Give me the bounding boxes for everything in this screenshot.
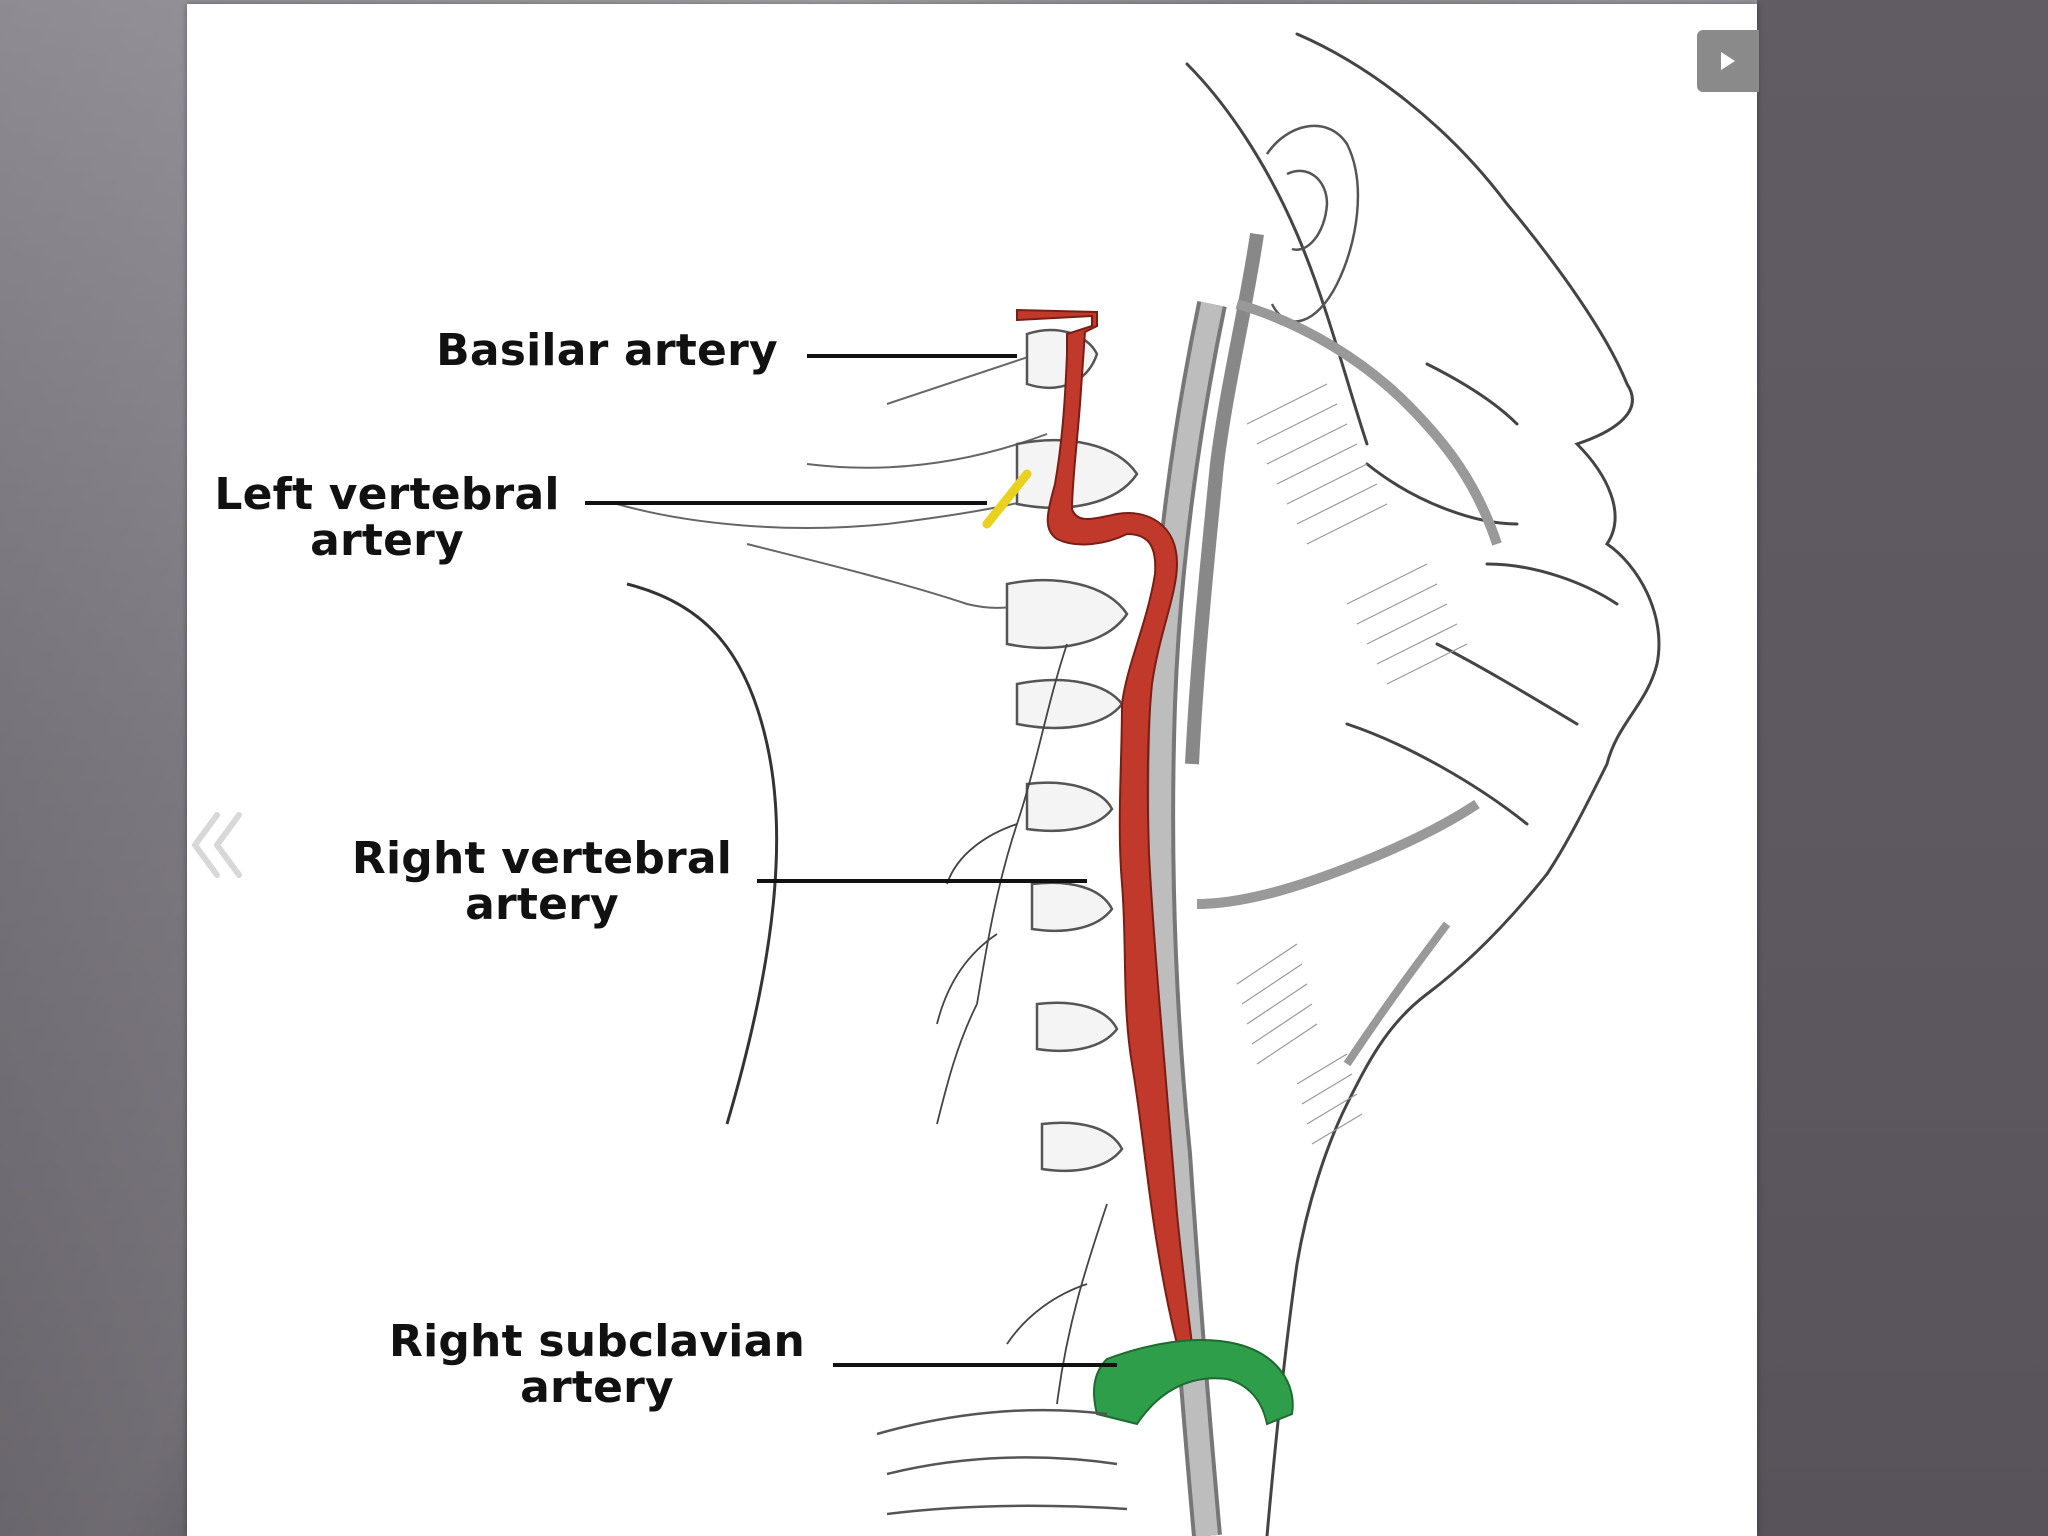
nerve-branches (936, 643, 1108, 1405)
ear-outline (1265, 124, 1360, 323)
left-vertebral-artery-shape (982, 469, 1032, 529)
subclavian-artery-shape (1093, 1339, 1294, 1426)
label-right-vertebral-artery: Right vertebral artery (351, 833, 733, 930)
next-slide-button[interactable] (1697, 30, 1759, 92)
chevron-double-left-icon (192, 812, 242, 878)
muscle-hatching (1236, 383, 1468, 1145)
anatomy-illustration (585, 32, 1661, 1536)
label-left-vertebral-artery: Left vertebral artery (214, 469, 560, 566)
background-right-panel (1757, 0, 2048, 1536)
head-outline (1185, 32, 1661, 1536)
neck-contour (626, 582, 779, 1125)
leader-lines (585, 354, 1117, 1367)
previous-slide-button[interactable] (187, 800, 247, 890)
slide-canvas: Basilar artery Left vertebral artery Rig… (187, 4, 1757, 1536)
rib-sketch (876, 1408, 1128, 1516)
label-right-subclavian-artery: Right subclavian artery (389, 1316, 805, 1413)
label-basilar-artery: Basilar artery (436, 325, 778, 376)
play-icon (1721, 52, 1735, 70)
